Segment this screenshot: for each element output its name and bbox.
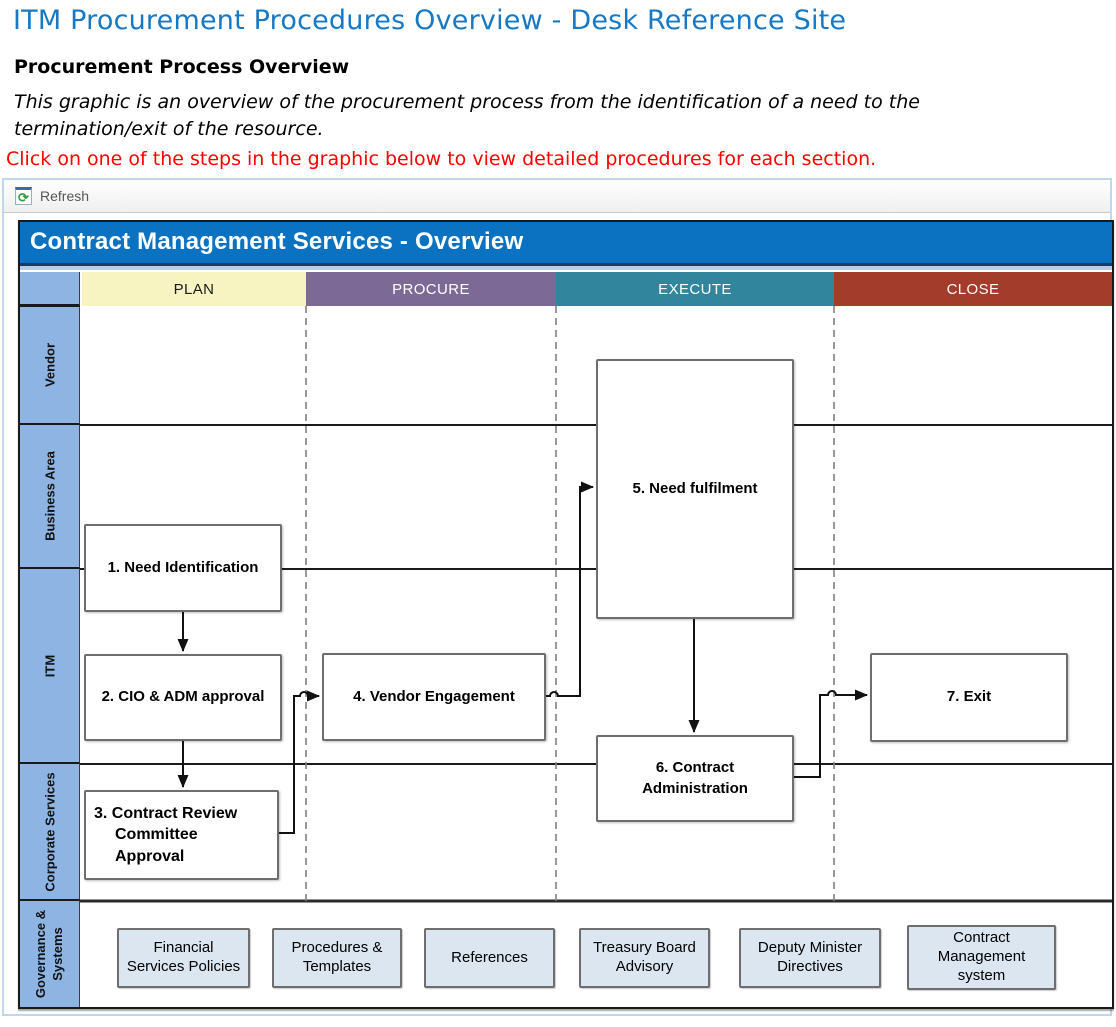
titlebar-accent-line [20,266,1112,270]
phase-header-close: CLOSE [834,272,1112,306]
link-label: Financial Services Policies [126,939,241,975]
instruction-text: Click on one of the steps in the graphic… [6,148,877,170]
step-label: 4. Vendor Engagement [353,687,515,705]
lane-grid-lines [20,305,1112,903]
lane-label-itm: ITM [20,569,80,764]
step-label: 1. Need Identification [107,558,259,576]
lane-label-vendor: Vendor [20,306,80,425]
lane-label-text: Vendor [42,342,57,387]
lane-label-text: Governance & Systems [32,909,65,999]
phase-header-procure: PROCURE [306,272,556,306]
lane-label-corporate-services: Corporate Services [20,764,80,901]
step-label: 2. CIO & ADM approval [101,688,265,706]
phase-header-execute: EXECUTE [556,272,834,306]
link-label: Contract Management system [937,929,1026,984]
toolbar: ⟳ Refresh [4,180,1110,213]
flow-arrows [177,481,868,834]
lane-label-business-area: Business Area [20,425,80,569]
step-6-contract-administration[interactable]: 6. Contract Administration [596,735,794,822]
section-heading: Procurement Process Overview [14,56,350,78]
link-references[interactable]: References [424,928,555,988]
step-2-cio-adm-approval[interactable]: 2. CIO & ADM approval [84,654,282,741]
matrix-corner-cell [20,272,80,306]
link-procedures-templates[interactable]: Procedures & Templates [272,928,402,988]
description-text: This graphic is an overview of the procu… [14,91,920,140]
step-4-vendor-engagement[interactable]: 4. Vendor Engagement [322,653,546,741]
link-label: References [451,948,528,966]
lane-label-governance-systems: Governance & Systems [20,901,80,1007]
step-3-contract-review-committee-approval[interactable]: 3. Contract Review Committee Approval [84,790,279,880]
link-treasury-board-advisory[interactable]: Treasury Board Advisory [579,928,710,988]
step-1-need-identification[interactable]: 1. Need Identification [84,524,282,612]
process-diagram: Contract Management Services - Overview … [18,220,1114,1009]
step-label: 7. Exit [946,688,992,706]
phase-header-plan: PLAN [82,272,306,306]
lane-label-text: Business Area [42,451,57,541]
link-contract-management-system[interactable]: Contract Management system [907,925,1056,990]
webpart-panel: ⟳ Refresh Contract Management Services -… [2,178,1114,1016]
link-financial-services-policies[interactable]: Financial Services Policies [117,928,250,988]
link-label: Procedures & Templates [291,939,383,975]
step-label: 6. Contract Administration [642,759,748,797]
link-label: Treasury Board Advisory [593,939,696,975]
diagram-title-bar: Contract Management Services - Overview [20,222,1112,266]
step-5-need-fulfilment[interactable]: 5. Need fulfilment [596,359,794,619]
step-label: 5. Need fulfilment [632,479,758,497]
step-label: 3. Contract Review Committee Approval [94,804,238,865]
lane-label-text: ITM [42,654,57,677]
page-title: ITM Procurement Procedures Overview - De… [13,5,847,36]
step-7-exit[interactable]: 7. Exit [870,653,1068,742]
lane-label-text: Corporate Services [42,771,57,892]
refresh-icon[interactable]: ⟳ [15,187,32,205]
refresh-button[interactable]: Refresh [40,188,90,204]
link-label: Deputy Minister Directives [757,939,863,975]
link-deputy-minister-directives[interactable]: Deputy Minister Directives [739,928,881,988]
